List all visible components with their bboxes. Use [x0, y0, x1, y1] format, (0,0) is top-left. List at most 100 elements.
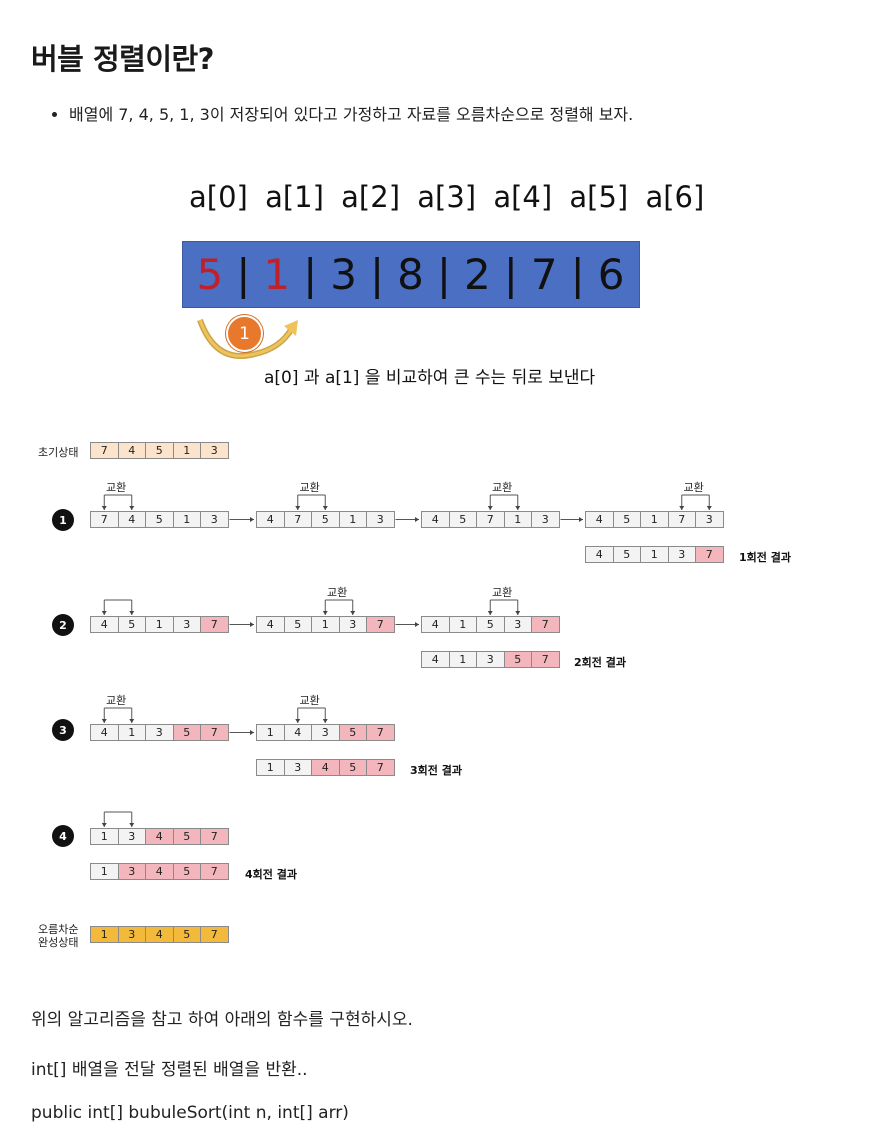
arrow-head [295, 719, 301, 723]
arrow-head [129, 506, 135, 510]
array-value: 3 [330, 250, 358, 299]
initial-state-label: 초기상태 [38, 446, 79, 459]
array-cell: 7 [366, 616, 395, 633]
arrow-head [129, 719, 135, 723]
index-label: a[5] [569, 180, 629, 214]
array-cell: 7 [200, 926, 229, 943]
array-index-labels: a[0] a[1] a[2] a[3] a[4] a[5] a[6] [189, 180, 712, 214]
array-value: 1 [263, 250, 292, 299]
index-label: a[3] [417, 180, 477, 214]
arrow-head [350, 611, 356, 615]
index-label: a[4] [493, 180, 553, 214]
final-state-label: 완성상태 [38, 936, 79, 949]
array-value: 2 [464, 250, 492, 299]
bullet-item: 배열에 7, 4, 5, 1, 3이 저장되어 있다고 가정하고 자료를 오름차… [52, 101, 633, 125]
arrow-head [295, 506, 301, 510]
array-cell: 7 [366, 759, 395, 776]
array-cell: 7 [200, 724, 229, 741]
round1-result-label: 1회전 결과 [739, 551, 791, 564]
array-cell: 7 [695, 546, 724, 563]
arrow-head [250, 730, 254, 735]
array-cell: 5 [612, 546, 641, 563]
round-number-badge: 1 [52, 509, 74, 531]
arrow-head [679, 506, 685, 510]
array-cell: 7 [531, 651, 560, 668]
arrow-head [322, 719, 328, 723]
array-value: 8 [397, 250, 425, 299]
array-cell: 5 [172, 724, 201, 741]
page-title: 버블 정렬이란? [31, 42, 215, 76]
arrow-head [322, 611, 328, 615]
arrow-head [101, 611, 107, 615]
array-cell: 7 [531, 616, 560, 633]
array-cell: 3 [366, 511, 395, 528]
array-values: 5| 1| 3| 8| 2| 7| 6 [196, 250, 626, 299]
array-cell: 1 [256, 759, 285, 776]
arrow-head [101, 823, 107, 827]
round3-result-label: 3회전 결과 [410, 764, 462, 777]
index-label: a[2] [341, 180, 401, 214]
array-cell: 5 [503, 651, 532, 668]
swap-label: 교환 [492, 481, 513, 494]
array-cell: 1 [503, 511, 532, 528]
arrow-head [487, 506, 493, 510]
arrow-head [706, 506, 712, 510]
swap-label: 교환 [299, 694, 320, 707]
array-value: 7 [530, 250, 559, 299]
arrow-head [579, 517, 583, 522]
array-value: 5 [196, 250, 225, 299]
array-cell: 5 [172, 828, 201, 845]
array-cell: 4 [145, 863, 174, 880]
swap-label: 교환 [327, 586, 348, 599]
array-cell: 7 [366, 724, 395, 741]
array-value: 6 [597, 250, 626, 299]
swap-label: 교환 [492, 586, 513, 599]
arrow-head [129, 823, 135, 827]
array-box: 5| 1| 3| 8| 2| 7| 6 [182, 241, 640, 308]
swap-label: 교환 [683, 481, 704, 494]
arrow-head [415, 622, 419, 627]
step-number-badge: 1 [226, 315, 263, 352]
arrow-head [515, 506, 521, 510]
array-cell: 4 [283, 724, 312, 741]
swap-label: 교환 [106, 481, 127, 494]
function-signature: public int[] bubuleSort(int n, int[] arr… [31, 1103, 349, 1123]
arrow-head [129, 611, 135, 615]
round4-result-label: 4회전 결과 [245, 868, 297, 881]
swap-arrow-icon [197, 318, 298, 359]
array-cell: 5 [145, 511, 174, 528]
diagram-caption: a[0] 과 a[1] 을 비교하여 큰 수는 뒤로 보낸다 [264, 368, 596, 388]
round-number-badge: 2 [52, 614, 74, 636]
array-cell: 7 [200, 863, 229, 880]
array-cell: 3 [311, 724, 340, 741]
arrow-head [415, 517, 419, 522]
arrow-head [101, 719, 107, 723]
arrow-head [250, 517, 254, 522]
array-cell: 1 [117, 724, 146, 741]
bullet-dot [52, 112, 57, 117]
round-number-badge: 3 [52, 719, 74, 741]
final-state-label: 오름차순 [38, 923, 79, 936]
array-cell: 3 [200, 442, 229, 459]
index-label: a[1] [265, 180, 324, 214]
array-cell: 3 [283, 759, 312, 776]
instruction-text: int[] 배열을 전달 정렬된 배열을 반환.. [31, 1060, 308, 1080]
swap-label: 교환 [106, 694, 127, 707]
array-cell: 7 [200, 828, 229, 845]
array-cell: 7 [200, 616, 229, 633]
